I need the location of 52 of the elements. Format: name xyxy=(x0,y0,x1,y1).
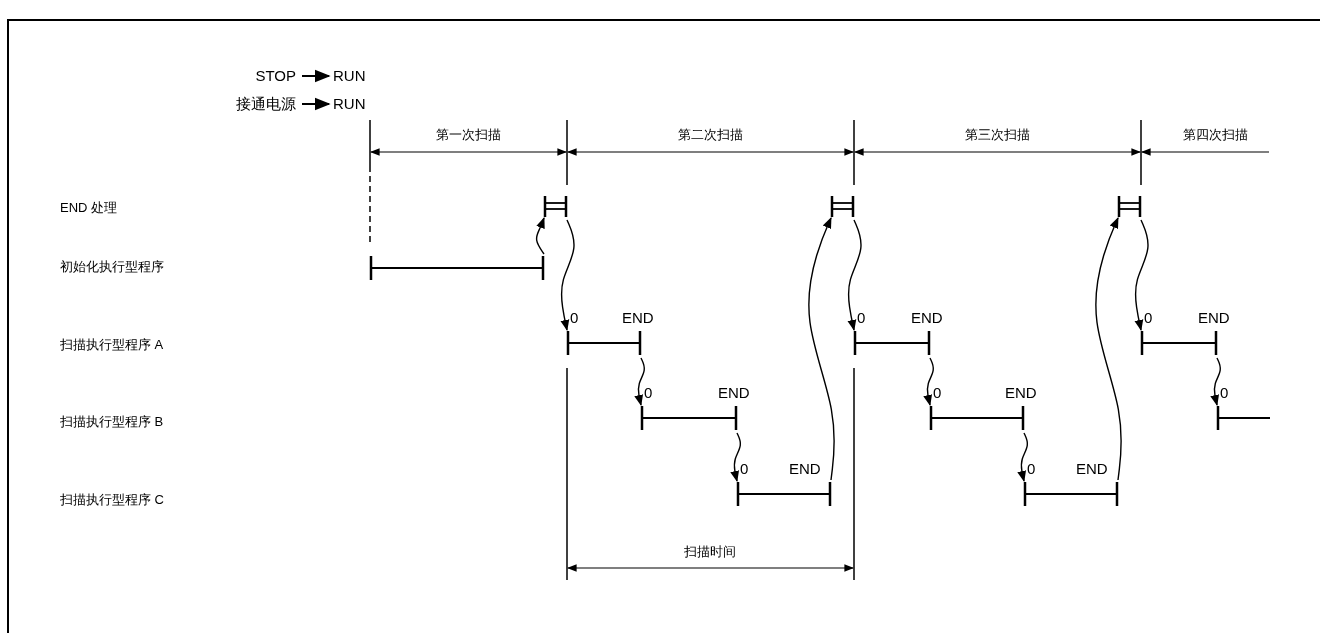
start-step-label: 0 xyxy=(857,310,866,326)
wavy-arrow xyxy=(1095,217,1122,481)
end-step-label: END xyxy=(789,461,821,477)
program-execution-bar xyxy=(370,256,544,280)
scan-time-label: 扫描时间 xyxy=(684,544,736,560)
program-execution-bar xyxy=(1217,406,1270,430)
row-label: 扫描执行型程序 A xyxy=(60,337,164,353)
end-step-label: END xyxy=(1005,385,1037,401)
start-step-label: 0 xyxy=(644,385,653,401)
end-step-label: END xyxy=(911,310,943,326)
wavy-arrow xyxy=(923,357,934,407)
program-execution-bar xyxy=(567,331,641,355)
end-step-label: END xyxy=(1198,310,1230,326)
start-step-label: 0 xyxy=(740,461,749,477)
row-label: 扫描执行型程序 C xyxy=(60,492,164,508)
row-label: 初始化执行型程序 xyxy=(60,259,164,275)
wavy-arrow xyxy=(1017,432,1029,483)
program-execution-bar xyxy=(854,331,930,355)
scan-label: 第四次扫描 xyxy=(1182,127,1248,143)
scan-label: 第一次扫描 xyxy=(435,127,501,143)
wavy-arrow xyxy=(847,219,862,332)
program-execution-bar xyxy=(1024,482,1118,506)
row-label: END 处理 xyxy=(60,200,118,216)
program-execution-bar xyxy=(737,482,831,506)
end-processing-marker xyxy=(1118,196,1141,217)
row-label: 扫描执行型程序 B xyxy=(60,414,164,430)
mode-label: RUN xyxy=(333,68,366,84)
wavy-arrow xyxy=(730,432,742,483)
mode-label: RUN xyxy=(333,96,366,112)
wavy-arrow xyxy=(535,216,545,255)
start-step-label: 0 xyxy=(933,385,942,401)
start-step-label: 0 xyxy=(570,310,579,326)
end-step-label: END xyxy=(718,385,750,401)
scan-label: 第二次扫描 xyxy=(677,127,743,143)
wavy-arrow xyxy=(634,357,645,407)
mode-label: STOP xyxy=(255,68,296,84)
program-execution-bar xyxy=(641,406,737,430)
end-processing-marker xyxy=(831,196,854,217)
wavy-arrow xyxy=(1210,357,1221,407)
scan-label: 第三次扫描 xyxy=(964,127,1030,143)
end-step-label: END xyxy=(622,310,654,326)
start-step-label: 0 xyxy=(1220,385,1229,401)
wavy-arrow xyxy=(808,217,835,481)
start-step-label: 0 xyxy=(1027,461,1036,477)
end-processing-marker xyxy=(544,196,567,217)
wavy-arrow xyxy=(560,219,575,332)
program-execution-bar xyxy=(930,406,1024,430)
program-execution-bar xyxy=(1141,331,1217,355)
wavy-arrow xyxy=(1134,219,1149,332)
start-step-label: 0 xyxy=(1144,310,1153,326)
end-step-label: END xyxy=(1076,461,1108,477)
mode-label: 接通电源 xyxy=(236,96,296,112)
